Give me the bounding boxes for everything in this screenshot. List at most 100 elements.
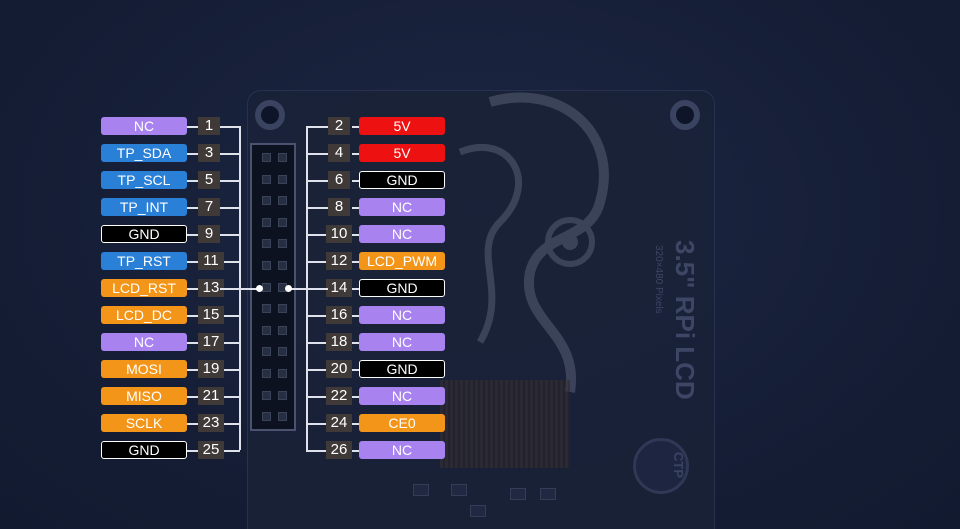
- header-pin: [278, 174, 287, 184]
- connector-line: [352, 315, 360, 317]
- board-model-text: 3.5" RPi LCD: [670, 240, 700, 400]
- connector-line: [306, 126, 328, 128]
- header-pin: [278, 304, 287, 314]
- connector-line: [352, 288, 360, 290]
- header-pin: [262, 217, 271, 227]
- pin-label-left: LCD_DC: [101, 306, 187, 324]
- connector-line: [220, 153, 240, 155]
- connector-line: [187, 315, 199, 317]
- connector-line: [352, 234, 360, 236]
- pin-label-right: GND: [359, 360, 445, 378]
- ctp-label: CTP: [671, 452, 686, 478]
- pin-label-right: NC: [359, 306, 445, 324]
- pin-14-pointer: [288, 288, 328, 290]
- connector-line: [306, 234, 326, 236]
- header-pin: [278, 239, 287, 249]
- pin-number: 25: [198, 441, 224, 459]
- connector-line: [352, 342, 360, 344]
- pin-number: 26: [326, 441, 352, 459]
- connector-line: [187, 450, 199, 452]
- header-pin: [278, 412, 287, 422]
- connector-line: [220, 180, 240, 182]
- pin-number: 14: [326, 279, 352, 297]
- pin-number: 2: [328, 117, 350, 135]
- connector-line: [187, 423, 199, 425]
- pin-label-right: NC: [359, 198, 445, 216]
- mount-hole-top-right: [670, 100, 700, 130]
- pin-number: 9: [198, 225, 220, 243]
- header-pin: [278, 153, 287, 162]
- pin-number: 23: [198, 414, 224, 432]
- pin-label-right: NC: [359, 387, 445, 405]
- pin-number: 10: [326, 225, 352, 243]
- pin-label-right: GND: [359, 171, 445, 189]
- connector-line: [187, 396, 199, 398]
- connector-line: [352, 207, 360, 209]
- connector-line: [306, 261, 326, 263]
- connector-line: [306, 423, 326, 425]
- pin-number: 16: [326, 306, 352, 324]
- board-artwork: [458, 92, 609, 393]
- connector-line: [187, 234, 199, 236]
- pin-label-left: NC: [101, 333, 187, 351]
- pin-number: 17: [198, 333, 224, 351]
- connector-line: [224, 396, 240, 398]
- connector-line: [352, 450, 360, 452]
- header-pin: [262, 239, 271, 249]
- pin-label-left: GND: [101, 225, 187, 243]
- header-pin: [278, 325, 287, 335]
- smd-component: [540, 488, 556, 500]
- connector-line: [187, 261, 199, 263]
- pin-number: 15: [198, 306, 224, 324]
- header-pin: [278, 217, 287, 227]
- pin-number: 1: [198, 117, 220, 135]
- pin-number: 5: [198, 171, 220, 189]
- pin-label-right: NC: [359, 441, 445, 459]
- connector-line: [352, 396, 360, 398]
- header-pin: [278, 369, 287, 378]
- connector-line: [306, 342, 326, 344]
- pin-label-right: 5V: [359, 117, 445, 135]
- pin-label-right: 5V: [359, 144, 445, 162]
- mount-hole-top-left: [255, 100, 285, 130]
- connector-line: [306, 180, 328, 182]
- connector-line: [306, 153, 328, 155]
- connector-line: [224, 342, 240, 344]
- pin-label-left: GND: [101, 441, 187, 459]
- pin-label-right: LCD_PWM: [359, 252, 445, 270]
- connector-line: [352, 369, 360, 371]
- connector-line: [187, 207, 199, 209]
- connector-line: [187, 342, 199, 344]
- header-pin: [278, 196, 287, 206]
- connector-line: [220, 126, 240, 128]
- pin-13-pointer: [220, 288, 260, 290]
- header-pin: [262, 390, 271, 400]
- connector-line: [352, 261, 360, 263]
- connector-line: [187, 153, 199, 155]
- header-pin: [262, 325, 271, 335]
- header-pin: [262, 153, 271, 162]
- header-pin: [262, 412, 271, 422]
- pin-number: 7: [198, 198, 220, 216]
- pin-label-left: TP_SCL: [101, 171, 187, 189]
- header-pin: [278, 390, 287, 400]
- smd-component: [510, 488, 526, 500]
- pin-label-left: MISO: [101, 387, 187, 405]
- connector-line: [352, 423, 360, 425]
- connector-line: [306, 369, 326, 371]
- pin-number: 18: [326, 333, 352, 351]
- header-pin: [278, 261, 287, 270]
- pin-number: 21: [198, 387, 224, 405]
- connector-line: [306, 396, 326, 398]
- pin-label-left: TP_SDA: [101, 144, 187, 162]
- smd-component: [413, 484, 429, 496]
- connector-line: [306, 450, 326, 452]
- header-pin: [262, 369, 271, 378]
- header-pin: [262, 261, 271, 270]
- header-pin: [278, 347, 287, 357]
- header-pin: [262, 304, 271, 314]
- smd-component: [470, 505, 486, 517]
- connector-line: [220, 234, 240, 236]
- pin-14-dot: [285, 285, 292, 292]
